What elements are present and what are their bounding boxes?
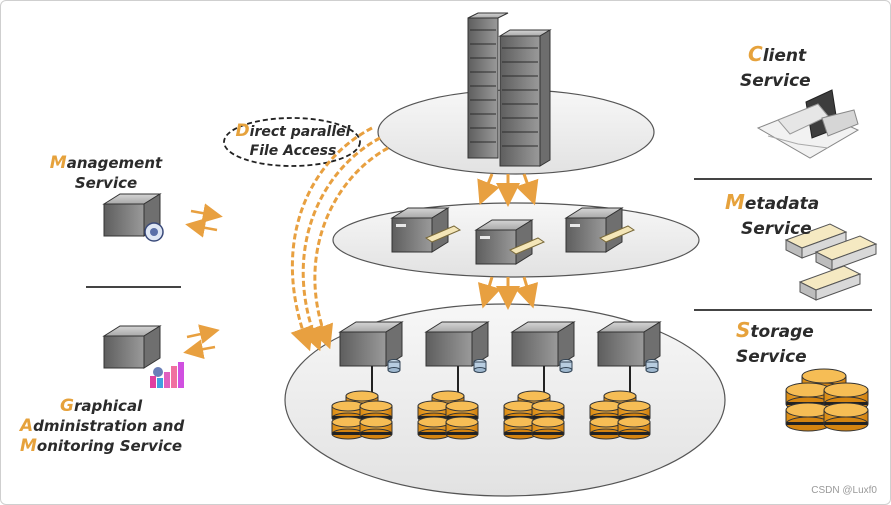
watermark: CSDN @Luxf0: [811, 485, 877, 496]
disk-icon: [503, 416, 537, 440]
management-server-icon: [102, 193, 164, 242]
direct-access-arrows: [290, 126, 389, 352]
disk-icon: [331, 416, 365, 440]
metadata-service-label: Metadata Service: [725, 190, 820, 239]
client-service-icon: [756, 89, 860, 159]
metadata-service-icon: [784, 223, 878, 301]
direct-access-ellipse: [223, 117, 361, 167]
management-arrows: [185, 203, 223, 238]
disk-icon: [785, 402, 831, 432]
storage-node: [589, 321, 662, 440]
disk-icon: [417, 416, 451, 440]
management-service-label: Management Service: [49, 153, 163, 192]
disk-icon: [823, 402, 869, 432]
storage-node: [331, 321, 404, 440]
gui-arrows: [183, 324, 220, 360]
disk-icon: [617, 416, 651, 440]
storage-node: [503, 321, 576, 440]
storage-server-icons: [331, 321, 662, 440]
client-service-label: Client Service: [740, 42, 811, 91]
metadata-to-storage-arrows: [477, 276, 539, 310]
client-to-metadata-arrows: [477, 173, 539, 207]
gui-server-icon: [102, 325, 184, 388]
disk-icon: [589, 416, 623, 440]
storage-service-label: Storage Service: [736, 318, 814, 367]
storage-node: [417, 321, 490, 440]
disk-icon: [445, 416, 479, 440]
direct-access-label: Direct parallel File Access: [235, 121, 351, 160]
metadata-server-icons: [390, 207, 636, 265]
storage-service-icon: [785, 368, 869, 432]
disk-icon: [359, 416, 393, 440]
gui-service-label: Graphical Administration and Monitoring …: [20, 396, 185, 456]
disk-icon: [531, 416, 565, 440]
server-rack-icon: [467, 12, 552, 167]
